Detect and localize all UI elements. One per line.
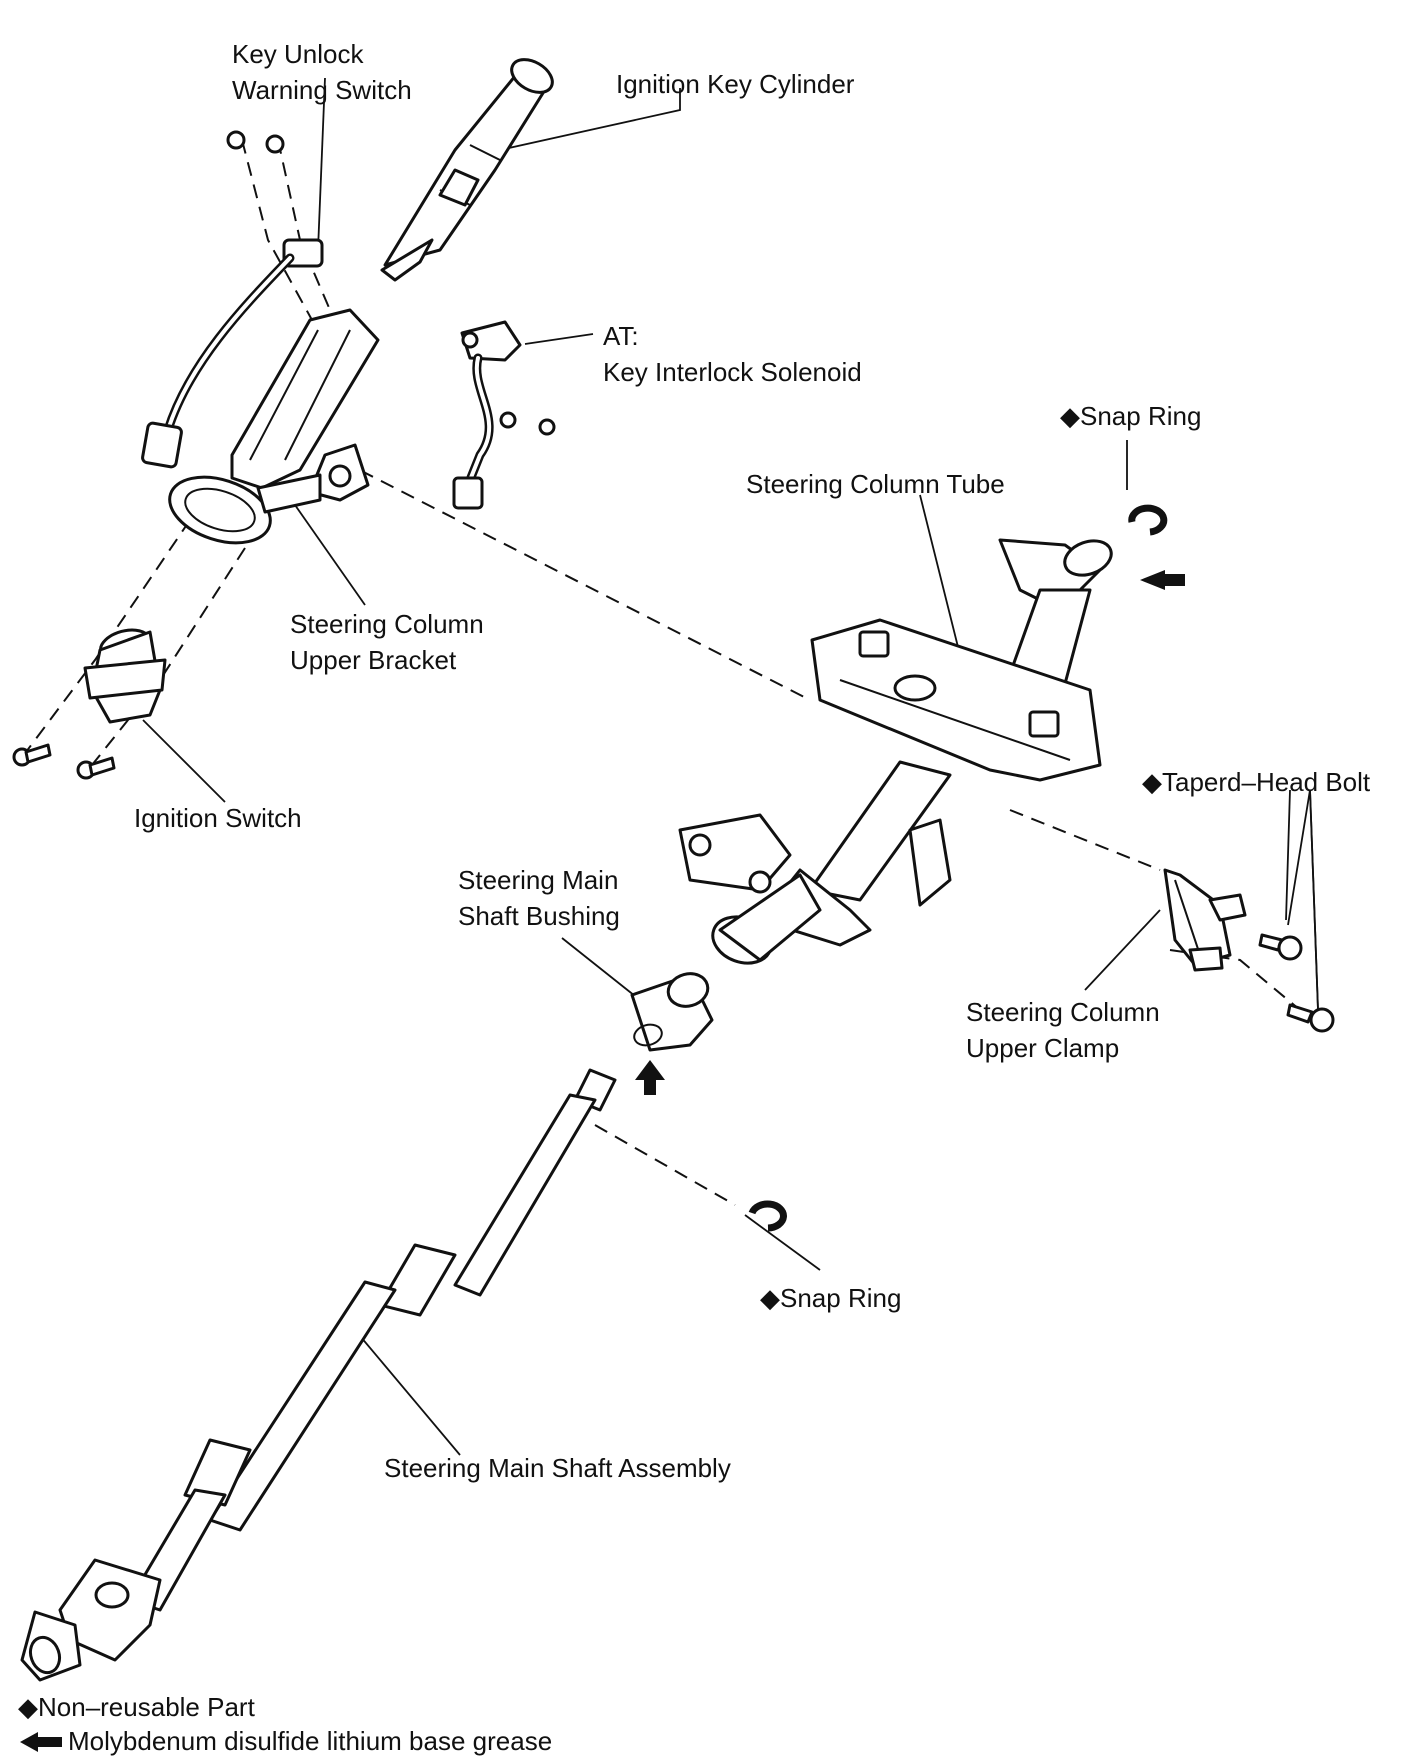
steering-main-shaft-assembly-label: Steering Main Shaft Assembly [384,1453,731,1483]
snap-ring-upper [1128,504,1168,536]
legend-grease-text: Molybdenum disulfide lithium base grease [68,1726,553,1756]
tapered-head-bolts [1258,933,1335,1033]
tapered-head-bolt-label: ◆Taperd–Head Bolt [1142,767,1371,797]
steering-main-shaft-bushing-label-line2: Shaft Bushing [458,901,620,931]
steering-column-upper-bracket-label-line1: Steering Column [290,609,484,639]
ignition-key-cylinder-label: Ignition Key Cylinder [616,69,855,99]
key-unlock-warning-switch-label-line2: Warning Switch [232,75,412,105]
arrow-left-icon [20,1732,62,1752]
key-unlock-warning-switch-label: Key Unlock Warning Switch [232,36,412,108]
legend-grease: Molybdenum disulfide lithium base grease [18,1724,552,1758]
snap-ring-upper-label: ◆Snap Ring [1060,401,1202,431]
key-interlock-solenoid [452,320,556,510]
key-interlock-solenoid-label-line1: AT: [603,321,639,351]
steering-column-upper-bracket-label: Steering Column Upper Bracket [290,606,484,678]
legend-non-reusable: ◆Non–reusable Part [18,1692,255,1722]
steering-column-tube [678,538,1185,965]
snap-ring-lower [748,1200,787,1232]
steering-column-tube-label: Steering Column Tube [746,469,1005,499]
snap-ring-lower-label: ◆Snap Ring [760,1283,902,1313]
steering-column-upper-clamp-label-line1: Steering Column [966,997,1160,1027]
key-unlock-warning-switch-label-line1: Key Unlock [232,39,364,69]
ignition-key-cylinder [380,58,554,282]
steering-column-upper-bracket-label-line2: Upper Bracket [290,645,457,675]
key-interlock-solenoid-label-line2: Key Interlock Solenoid [603,357,862,387]
steering-column-upper-clamp-label-line2: Upper Clamp [966,1033,1120,1063]
key-unlock-warning-switch [141,130,324,469]
steering-main-shaft-bushing-label-line1: Steering Main [458,865,619,895]
ignition-switch-label: Ignition Switch [134,803,302,833]
steering-main-shaft-assembly [20,1068,617,1682]
steering-main-shaft-bushing-label: Steering Main Shaft Bushing [458,862,620,934]
steering-column-upper-clamp [1163,868,1247,972]
key-interlock-solenoid-label: AT: Key Interlock Solenoid [603,318,862,390]
leader-lines [142,77,1319,1456]
steering-column-upper-bracket [168,308,380,545]
steering-column-upper-clamp-label: Steering Column Upper Clamp [966,994,1160,1066]
ignition-switch [12,628,167,780]
steering-main-shaft-bushing [630,972,714,1095]
